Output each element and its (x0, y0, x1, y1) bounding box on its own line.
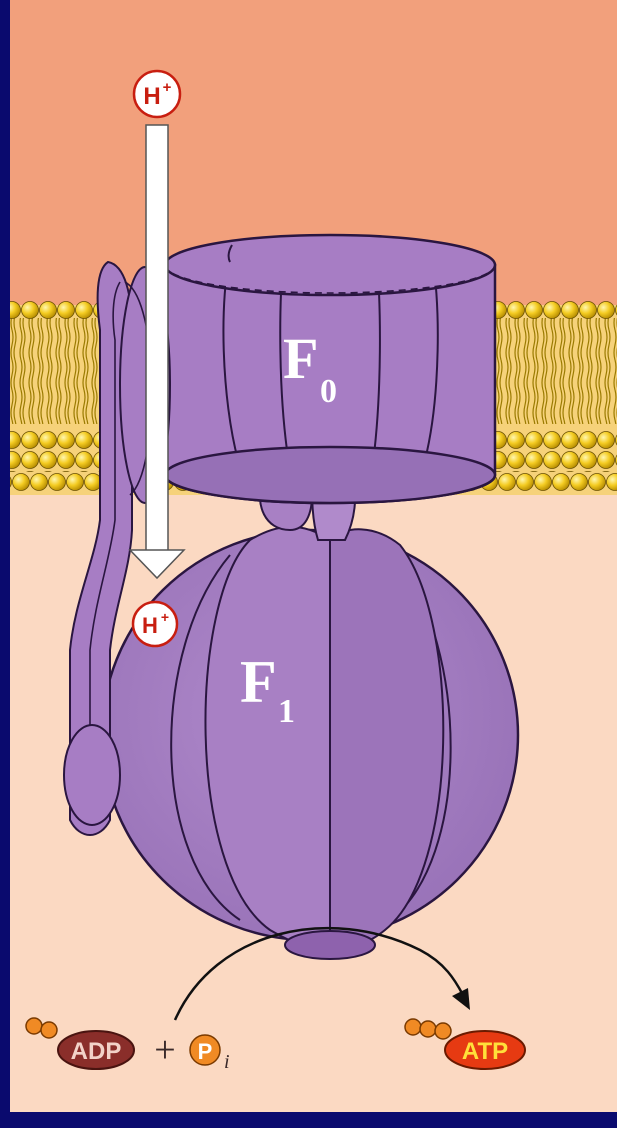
f1-label-subscript: 1 (278, 693, 295, 730)
proton-bottom: H + (133, 602, 177, 646)
proton-top: H + (134, 71, 180, 117)
proton-top-superscript: + (163, 79, 172, 96)
f1-label-main: F (240, 649, 277, 715)
f0-label-subscript: 0 (320, 373, 337, 410)
f0-top (165, 235, 495, 295)
proton-top-label: H (143, 83, 160, 110)
f0-label-main: F (283, 326, 318, 391)
f0-bottom (165, 447, 495, 503)
plus-sign: + (154, 1029, 175, 1071)
arrow-shaft (146, 125, 168, 555)
f0-ring (165, 235, 495, 503)
phosphate-dot (41, 1022, 57, 1038)
phosphate-label: P (198, 1039, 213, 1064)
phosphate-subscript: i (224, 1051, 230, 1073)
phosphate-dot (435, 1023, 451, 1039)
phosphate-dot (405, 1019, 421, 1035)
atp-label: ATP (462, 1038, 508, 1065)
f1-bottom-cap (285, 931, 375, 959)
adp-label: ADP (71, 1038, 122, 1065)
delta-subunit (64, 725, 120, 825)
proton-bottom-superscript: + (161, 609, 169, 625)
phosphate-dot (420, 1021, 436, 1037)
phosphate-dot (26, 1018, 42, 1034)
proton-bottom-label: H (142, 613, 158, 638)
